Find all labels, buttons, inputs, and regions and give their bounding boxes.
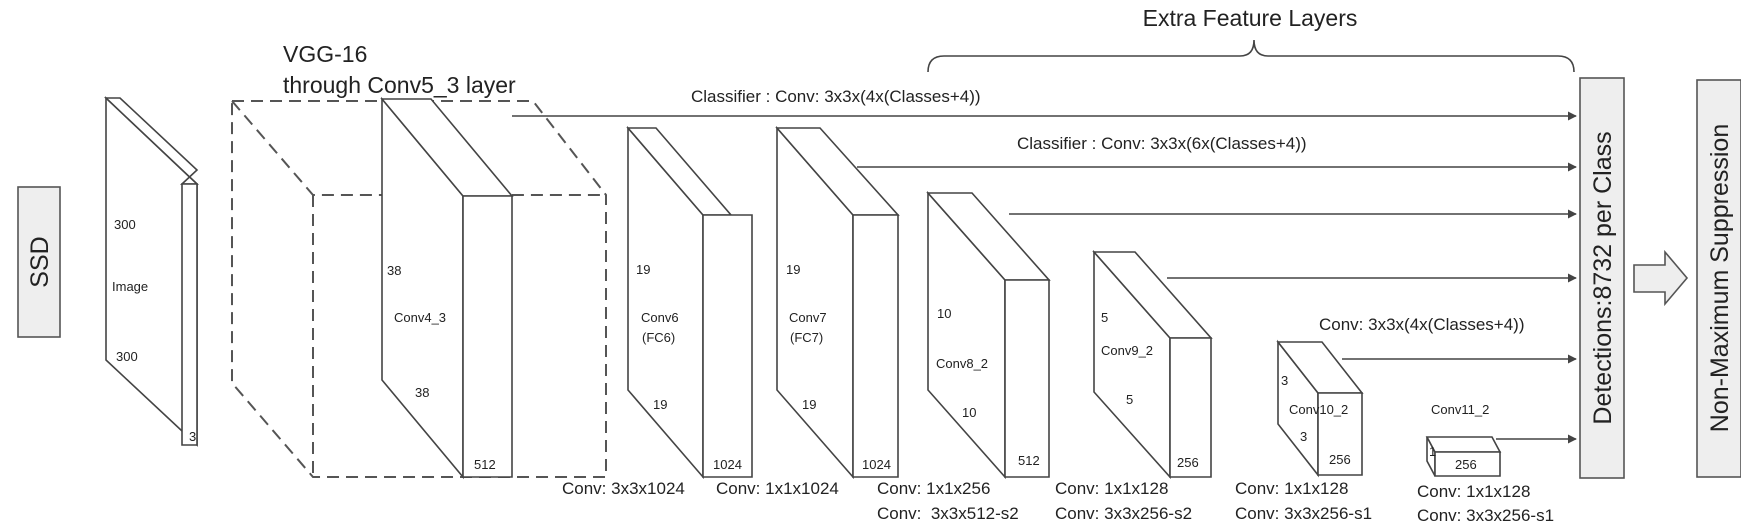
conv4-3-height-label: 38 [387,263,401,278]
conv6-block: 19 Conv6 (FC6) 19 1024 [626,125,753,480]
conv8-2-block: 10 Conv8_2 10 512 [926,190,1051,480]
vgg16-dashed-block: VGG-16 through Conv5_3 layer [231,41,607,478]
image-height-label: 300 [114,217,136,232]
conv6-name-line1: Conv6 [641,310,679,325]
conv8-2-height-label: 10 [937,306,951,321]
image-name-label: Image [112,279,148,294]
conv10-2-width-label: 3 [1300,429,1307,444]
caption-conv7: Conv: 1x1x1024 [716,479,839,498]
nms-arrow-icon [1633,249,1689,307]
extra-feature-layers-title: Extra Feature Layers [1143,5,1358,31]
conv7-depth-label: 1024 [862,457,891,472]
conv4-3-width-label: 38 [415,385,429,400]
caption-conv9-line2: Conv: 3x3x256-s2 [1055,504,1192,523]
vgg-title-line2: through Conv5_3 layer [283,72,516,98]
conv10-2-depth-label: 256 [1329,452,1351,467]
conv9-2-depth-label: 256 [1177,455,1199,470]
vgg-title-line1: VGG-16 [283,41,367,67]
caption-conv11-line2: Conv: 3x3x256-s1 [1417,506,1554,525]
classifier-arrows: Classifier : Conv: 3x3x(4x(Classes+4)) C… [512,87,1577,444]
conv7-name-line1: Conv7 [789,310,827,325]
conv9-2-name-label: Conv9_2 [1101,343,1153,358]
detections-box: Detections:8732 per Class [1579,77,1625,479]
conv7-name-line2: (FC7) [790,330,823,345]
extra-feature-layers-brace: Extra Feature Layers [927,5,1575,73]
ssd-label-box: SSD [17,186,61,338]
conv8-2-width-label: 10 [962,405,976,420]
conv8-2-name-label: Conv8_2 [936,356,988,371]
classifier-label-3: Conv: 3x3x(4x(Classes+4)) [1319,315,1525,334]
conv8-2-depth-label: 512 [1018,453,1040,468]
conv4-3-block: 38 Conv4_3 38 512 [380,96,514,480]
classifier-label-2: Classifier : Conv: 3x3x(6x(Classes+4)) [1017,134,1307,153]
conv9-2-width-label: 5 [1126,392,1133,407]
nms-label: Non-Maximum Suppression [1706,124,1734,432]
conv11-2-depth-label: 256 [1455,457,1477,472]
conv10-2-name-label: Conv10_2 [1289,402,1348,417]
caption-conv6: Conv: 3x3x1024 [562,479,685,498]
conv7-width-label: 19 [802,397,816,412]
classifier-label-1: Classifier : Conv: 3x3x(4x(Classes+4)) [691,87,981,106]
conv7-block: 19 Conv7 (FC7) 19 1024 [775,125,900,480]
image-width-label: 300 [116,349,138,364]
conv6-depth-label: 1024 [713,457,742,472]
caption-conv8-line2: Conv: 3x3x512-s2 [877,504,1019,523]
conv11-2-height-label: 1 [1429,444,1436,459]
conv9-2-block: 5 Conv9_2 5 256 [1092,249,1213,480]
conv6-width-label: 19 [653,397,667,412]
nms-box: Non-Maximum Suppression [1696,79,1741,478]
layer-captions: Conv: 3x3x1024 Conv: 1x1x1024 Conv: 1x1x… [562,479,1554,525]
conv9-2-height-label: 5 [1101,310,1108,325]
conv4-3-depth-label: 512 [474,457,496,472]
caption-conv10-line2: Conv: 3x3x256-s1 [1235,504,1372,523]
conv6-name-line2: (FC6) [642,330,675,345]
conv11-2-block: Conv11_2 1 256 [1425,402,1502,477]
caption-conv8-line1: Conv: 1x1x256 [877,479,990,498]
conv4-3-name-label: Conv4_3 [394,310,446,325]
conv6-height-label: 19 [636,262,650,277]
caption-conv11-line1: Conv: 1x1x128 [1417,482,1530,501]
conv11-2-name-label: Conv11_2 [1431,402,1489,417]
conv7-height-label: 19 [786,262,800,277]
caption-conv10-line1: Conv: 1x1x128 [1235,479,1348,498]
caption-conv9-line1: Conv: 1x1x128 [1055,479,1168,498]
conv10-2-block: 3 Conv10_2 3 256 [1276,339,1364,478]
input-image-block: 300 Image 300 3 [103,96,200,447]
detections-label: Detections:8732 per Class [1589,131,1617,424]
ssd-label: SSD [26,236,54,287]
image-depth-label: 3 [189,429,196,444]
conv10-2-height-label: 3 [1281,373,1288,388]
